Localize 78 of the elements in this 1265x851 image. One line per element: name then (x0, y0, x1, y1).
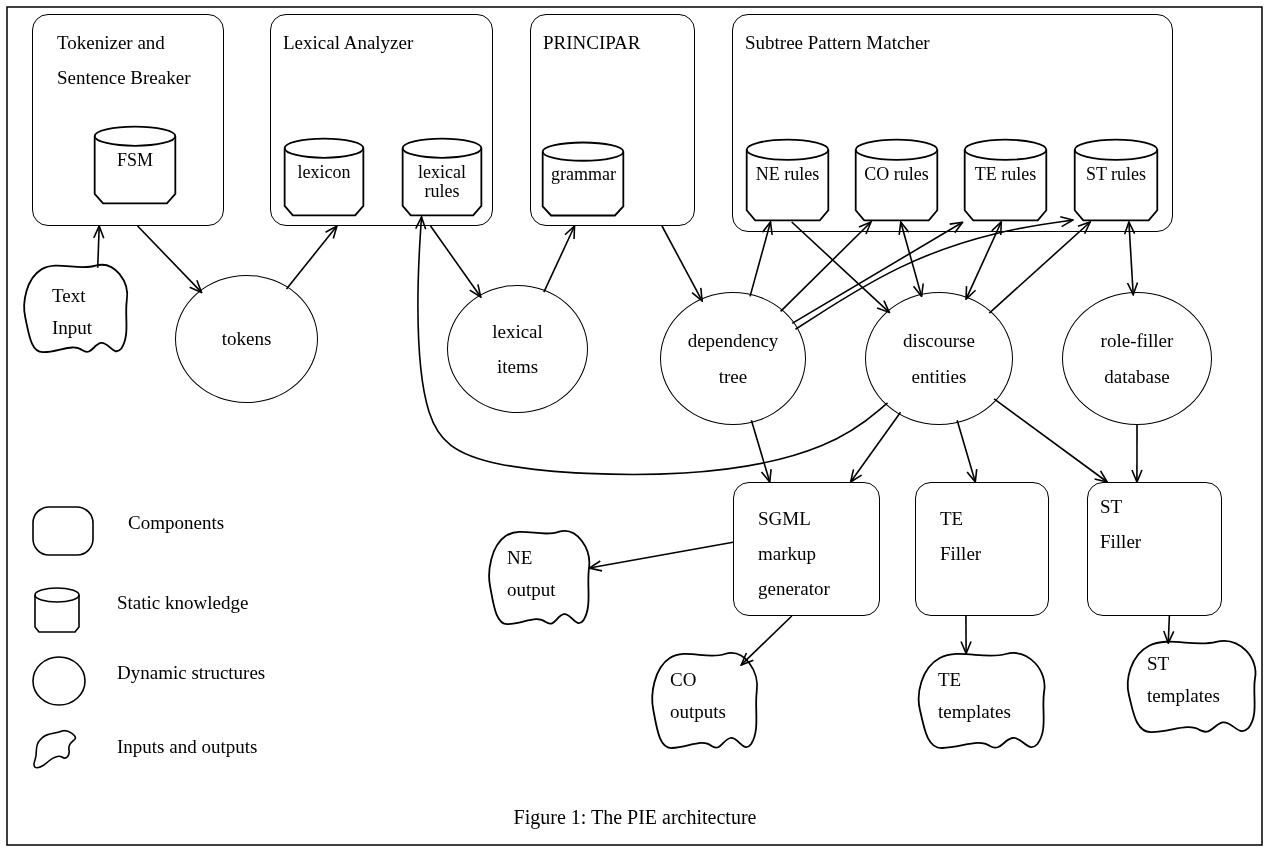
component-title: PRINCIPAR (543, 31, 641, 55)
arrow (791, 221, 964, 325)
knowledge-cylinder (854, 138, 939, 222)
arrow (285, 225, 338, 290)
arrow (1123, 221, 1139, 296)
knowledge-cylinder (283, 137, 365, 217)
node-label: grammar (551, 165, 615, 186)
node-label: TE rules (973, 164, 1038, 185)
component-box (915, 482, 1049, 616)
component-title: Tokenizer and Sentence Breaker (57, 31, 192, 91)
node-label: SGML markup generator (758, 507, 831, 602)
knowledge-cylinder (541, 141, 625, 217)
node-label: role-filler database (1099, 329, 1175, 389)
arrow (749, 221, 773, 298)
arrow (956, 419, 978, 483)
component-box (530, 14, 695, 226)
structure-circle (1062, 292, 1212, 425)
component-box (32, 14, 224, 226)
structure-circle (660, 292, 806, 425)
arrow (965, 221, 1003, 300)
arrow (1162, 615, 1175, 644)
arrow (543, 225, 576, 293)
arrow (661, 225, 703, 302)
node-label: dependency tree (686, 329, 780, 389)
node-label: ST templates (1147, 652, 1221, 709)
legend-label: Dynamic structures (117, 661, 266, 685)
arrow (93, 225, 105, 269)
node-label: FSM (116, 150, 154, 171)
knowledge-cylinder (401, 137, 483, 217)
node-label: tokens (221, 327, 272, 352)
arrow (898, 221, 924, 298)
arrow (794, 215, 1074, 331)
arrow (750, 419, 772, 483)
knowledge-cylinder (963, 138, 1048, 222)
legend-label: Inputs and outputs (117, 735, 258, 759)
node-label: lexical items (491, 319, 544, 379)
node-label: ST Filler (1100, 495, 1143, 555)
component-box (270, 14, 493, 226)
node-label: TE Filler (940, 507, 983, 567)
node-label: CO rules (864, 164, 929, 185)
input-output-blob (916, 650, 1048, 750)
arrow (429, 225, 482, 298)
component-box (1087, 482, 1222, 616)
input-output-blob (487, 528, 592, 626)
node-label: discourse entities (902, 329, 976, 389)
component-box (733, 482, 880, 616)
knowledge-cylinder (93, 125, 177, 205)
arrow (740, 615, 793, 666)
arrow (993, 398, 1109, 483)
arrow (588, 541, 734, 572)
node-label: TE templates (938, 668, 1012, 725)
arrow (960, 615, 972, 655)
node-label: NE output (507, 546, 557, 603)
node-label: Text Input (52, 284, 94, 341)
arrow (988, 221, 1091, 314)
input-output-blob (1125, 638, 1259, 734)
structure-circle (865, 292, 1013, 425)
input-output-blob (650, 650, 760, 750)
node-label: CO outputs (670, 668, 727, 725)
node-label: NE rules (755, 164, 820, 185)
input-output-blob (22, 262, 130, 354)
component-box (732, 14, 1173, 232)
figure-caption: Figure 1: The PIE architecture (512, 806, 758, 829)
knowledge-cylinder (745, 138, 830, 222)
arrow (414, 216, 889, 476)
arrow (790, 221, 891, 314)
arrow (849, 411, 902, 483)
node-label: lexical rules (417, 162, 467, 203)
arrow (779, 221, 872, 313)
component-title: Subtree Pattern Matcher (745, 31, 930, 55)
node-label: lexicon (296, 162, 352, 183)
arrow (1131, 424, 1143, 483)
arrow (136, 225, 203, 294)
legend-label: Components (128, 511, 225, 535)
component-title: Lexical Analyzer (283, 31, 414, 55)
node-label: ST rules (1084, 164, 1148, 185)
legend-label: Static knowledge (117, 591, 249, 615)
knowledge-cylinder (1073, 138, 1159, 222)
